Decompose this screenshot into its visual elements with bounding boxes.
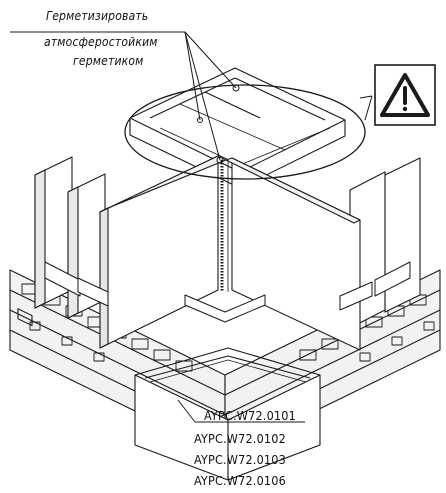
part-code-4: AYPC.W72.0106 [193, 473, 286, 488]
corner-seam [220, 160, 229, 292]
part-code-3: AYPC.W72.0103 [193, 452, 286, 467]
sealant-note-line2: атмосферостойким [44, 35, 158, 49]
warning-triangle-icon [374, 64, 436, 126]
top-frame [129, 67, 346, 189]
detail-callout [124, 84, 373, 180]
sealant-note-line1: Герметизировать [46, 9, 149, 23]
panel-left [99, 155, 227, 349]
front-lower-box [134, 347, 321, 481]
sealant-note-line3: герметиком [73, 54, 144, 68]
sealant-leader-lines [10, 31, 240, 164]
part-code-1: AYPC.W72.0101 [203, 408, 296, 423]
bottom-brackets [44, 261, 411, 323]
part-code-2: AYPC.W72.0102 [193, 431, 286, 446]
code-leader-line [177, 399, 305, 423]
panel-right [225, 157, 361, 351]
